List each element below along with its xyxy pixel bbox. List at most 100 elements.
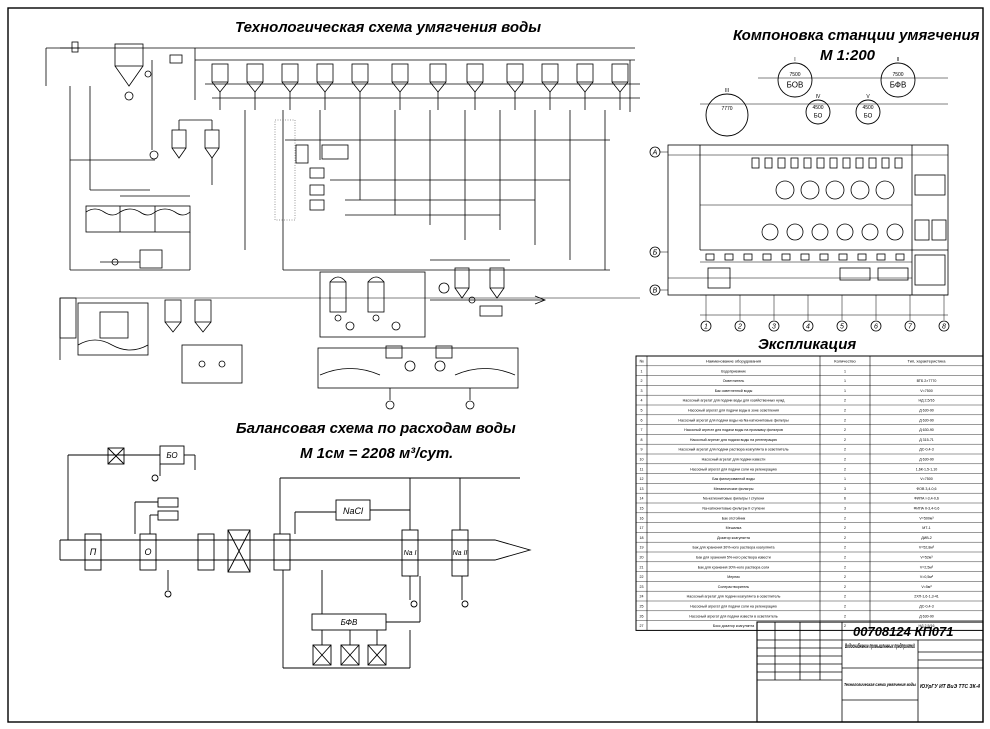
svg-text:4: 4: [806, 324, 810, 331]
drawing-code: 00708124 КП071: [853, 624, 953, 639]
table-cell: 2: [844, 585, 846, 589]
tank-dim: 7770: [721, 106, 732, 112]
layout-pump: [855, 157, 864, 169]
table-cell: 22: [640, 575, 644, 579]
table-cell: 2: [844, 565, 846, 569]
table-cell: Na-катионитовые фильтры II ступени: [702, 507, 764, 511]
tank-code: БО: [814, 113, 823, 119]
layout-pump: [777, 157, 786, 169]
table-cell: ФОВ 3,4-0,6: [916, 487, 936, 491]
table-cell: 27: [640, 624, 644, 628]
organization: ЮУрГУ ИТ ВиЭ ТТС ЗК-4: [920, 684, 980, 690]
table-cell: Солерастворитель: [718, 585, 750, 589]
table-cell: 26: [640, 614, 644, 618]
table-cell: ДС-0,4-3: [919, 448, 933, 452]
layout-scale: М 1:200: [820, 47, 876, 64]
table-cell: 11: [640, 467, 644, 471]
layout-pump: [857, 253, 867, 261]
process-tank: [246, 63, 264, 110]
process-tank: [466, 63, 484, 110]
axis-col-marker: 2: [734, 295, 746, 332]
tank-dim: 4500: [862, 105, 873, 111]
table-cell: 2: [844, 624, 846, 628]
layout-pump: [724, 253, 734, 261]
process-tank: [316, 63, 334, 110]
sheet-title: Технологическая схема умягчения воды: [844, 682, 916, 687]
table-cell: 2: [844, 409, 846, 413]
table-cell: Насосный агрегат для подачи воды на Na-к…: [678, 418, 789, 422]
table-cell: Насосный агрегат для подачи воды на реге…: [690, 438, 778, 442]
table-cell: ФИПА II-3,4-0,6: [914, 507, 940, 511]
sheet-frame: [7, 7, 984, 723]
table-cell: 2: [844, 467, 846, 471]
table-header-cell: №: [639, 359, 643, 364]
table-cell: НД 2,5/16: [918, 624, 934, 628]
table-cell: 19: [640, 546, 644, 550]
table-cell: 21: [640, 565, 644, 569]
layout-pump: [764, 157, 773, 169]
table-cell: 6: [844, 497, 846, 501]
layout-pump: [781, 253, 791, 261]
process-tank: [281, 63, 299, 110]
table-cell: V=500м³: [919, 516, 934, 520]
table-cell: 3: [844, 507, 846, 511]
table-cell: ДС-0,4-3: [919, 605, 933, 609]
table-cell: 24: [640, 595, 644, 599]
tank-id: V: [866, 94, 870, 100]
table-cell: V=2,5м³: [920, 565, 934, 569]
table-cell: ВТБ 2×7770: [917, 379, 937, 383]
table-cell: 17: [640, 526, 644, 530]
layout-pump: [876, 253, 886, 261]
table-cell: Насосный агрегат для подачи воды для хоз…: [683, 399, 786, 403]
table-cell: Насосный агрегат для подачи соли на реге…: [690, 605, 777, 609]
tank-dim: 4500: [812, 105, 823, 111]
title-block: [756, 621, 984, 723]
process-tank: [576, 63, 594, 110]
table-cell: 3: [641, 389, 643, 393]
layout-pump: [762, 253, 772, 261]
axis-row-marker: В: [649, 284, 661, 296]
table-cell: Бак фильтрованной воды: [712, 477, 755, 481]
axis-col-marker: 6: [870, 295, 882, 332]
table-cell: 2: [844, 546, 846, 550]
svg-text:А: А: [652, 150, 658, 157]
process-tank: [429, 63, 447, 110]
table-cell: Насосный агрегат для подачи извести: [702, 458, 766, 462]
tank-dim: 7500: [892, 72, 903, 78]
table-cell: 2: [844, 605, 846, 609]
table-cell: Мерник: [727, 575, 740, 579]
table-cell: Дозатор коагулянта: [717, 536, 750, 540]
balance-title: Балансовая схема по расходам воды: [236, 420, 516, 437]
table-cell: Насосный агрегат для подачи коагулянта в…: [687, 595, 781, 599]
tank-id: IV: [816, 94, 821, 100]
table-cell: 1: [844, 379, 846, 383]
table-cell: 1,6К-1,5-1,10: [916, 467, 937, 471]
table-header-cell: Наименование оборудования: [706, 359, 761, 364]
svg-text:8: 8: [942, 324, 946, 331]
process-tank: [506, 63, 524, 110]
table-cell: МТ-1: [922, 526, 930, 530]
balance-node-label: П: [90, 547, 97, 557]
table-cell: 7: [641, 428, 643, 432]
table-cell: ФИПА I-3,4-0,6: [914, 497, 939, 501]
